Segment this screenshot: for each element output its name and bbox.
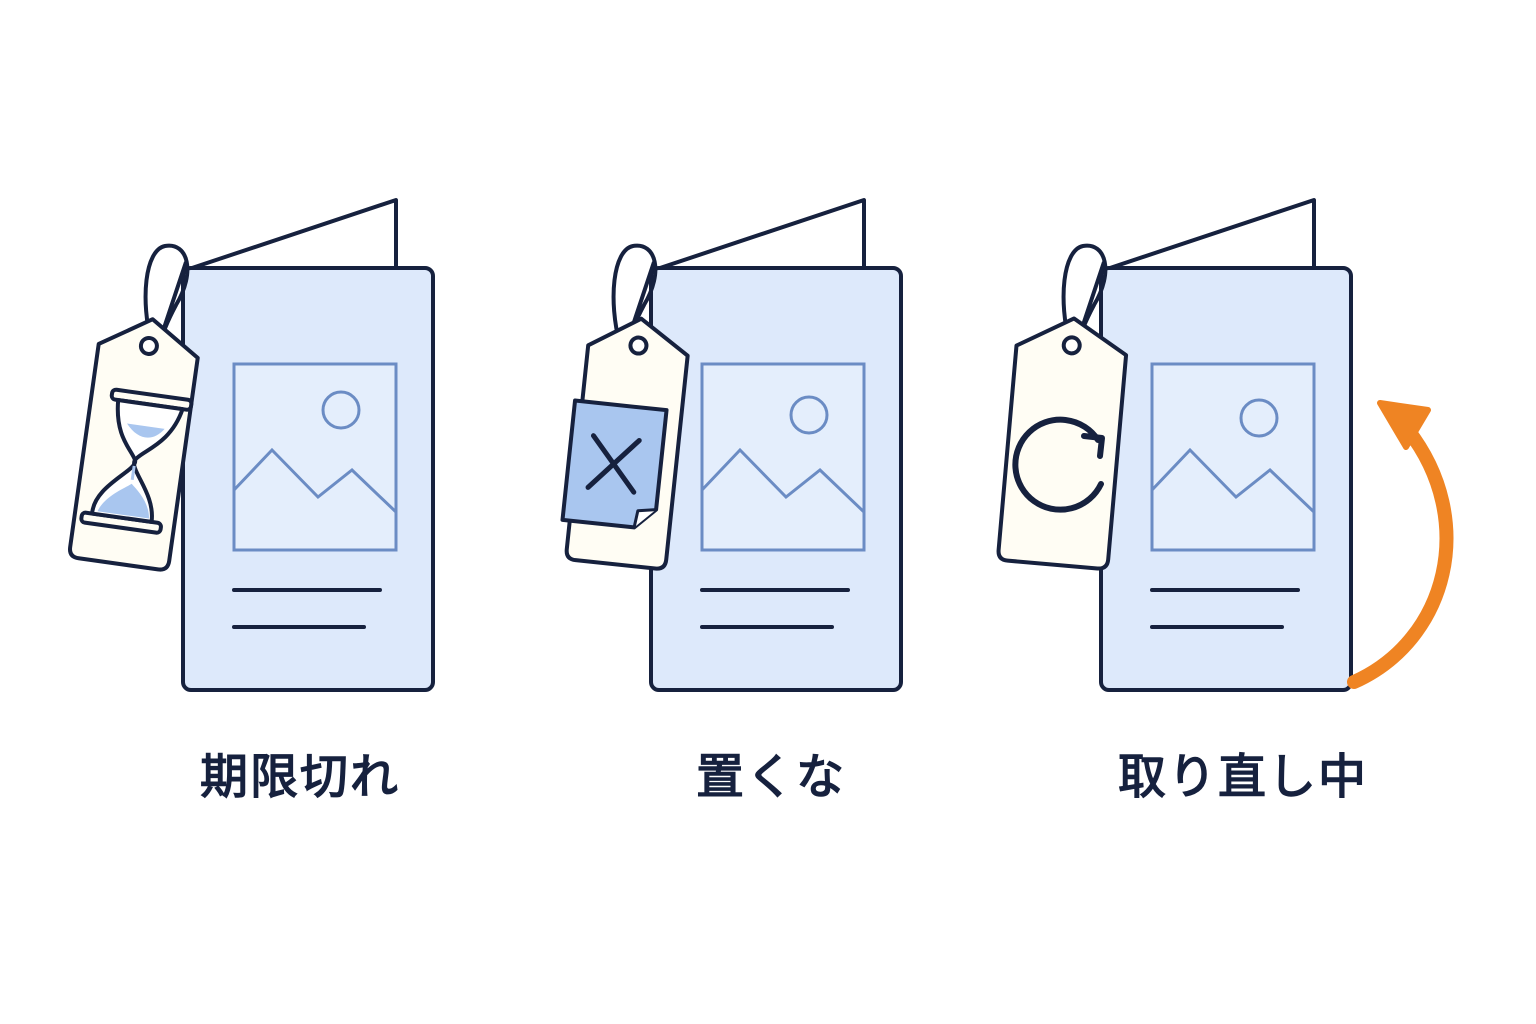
refresh-icon	[1012, 416, 1105, 513]
status-card-retaking: 取り直し中	[918, 0, 1454, 1024]
hang-tag	[996, 316, 1129, 571]
image-placeholder-icon	[232, 362, 398, 552]
document-illustration	[996, 198, 1454, 692]
status-caption: 置くな	[696, 749, 847, 805]
x-mark-icon	[560, 398, 669, 530]
image-placeholder-icon	[1150, 362, 1316, 552]
text-lines	[1150, 588, 1300, 629]
curved-arrow-icon	[1347, 400, 1454, 689]
document-illustration	[68, 198, 435, 692]
status-card-do-not-place: 置くな	[468, 0, 980, 1024]
text-lines	[232, 588, 382, 629]
status-card-expired: 期限切れ	[0, 0, 512, 1024]
status-caption: 取り直し中	[1118, 749, 1369, 805]
image-placeholder-icon	[700, 362, 866, 552]
document-illustration	[560, 198, 903, 692]
status-caption: 期限切れ	[200, 749, 401, 805]
hourglass-icon	[79, 387, 194, 535]
text-lines	[700, 588, 850, 629]
